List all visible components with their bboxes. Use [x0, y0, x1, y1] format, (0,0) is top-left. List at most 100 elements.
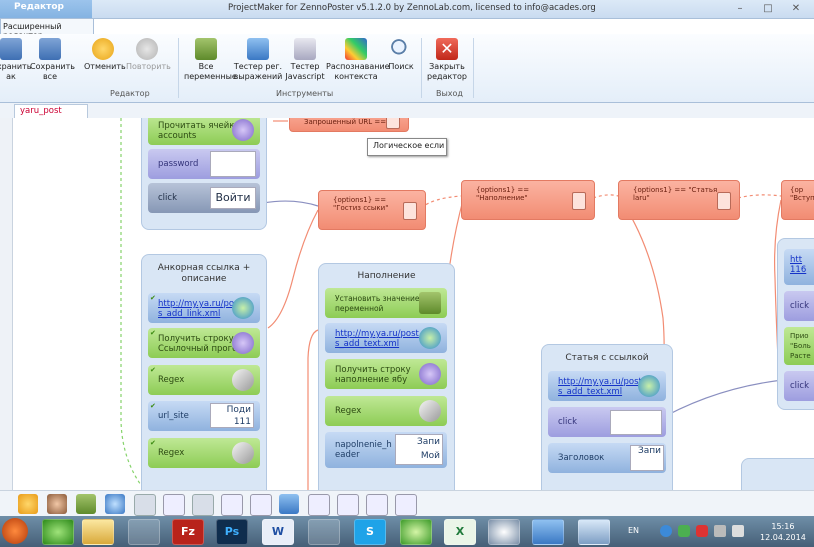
js-tester-button[interactable]: Тестер Javascript: [284, 36, 326, 82]
close-editor-button[interactable]: ✕ Закрыть редактор: [426, 36, 468, 82]
condition-node[interactable]: {options1} == "Гостиз ссыки": [318, 190, 426, 230]
filezilla-icon[interactable]: Fz: [172, 519, 204, 545]
get-string-block[interactable]: Прио "Боль Расте: [784, 327, 814, 365]
block-label: http://my.ya.ru/post s_add_link.xml: [158, 299, 242, 319]
title-bar: [0, 0, 814, 19]
word-icon[interactable]: W: [262, 519, 294, 545]
condition-node[interactable]: {options1} == "Наполнение": [461, 180, 595, 220]
toggle-icon: [572, 192, 586, 210]
login-button-preview: Войти: [210, 187, 256, 209]
close-editor-label: Закрыть редактор: [427, 62, 467, 81]
anchor-link-panel[interactable]: Анкорная ссылка + описание ✔ http://my.y…: [141, 254, 267, 490]
article-link-panel[interactable]: Статья с ссылкой http://my.ya.ru/post s_…: [541, 344, 673, 490]
condition-node[interactable]: {options1} == "Статья laru": [618, 180, 740, 220]
egg-icon[interactable]: [400, 519, 432, 545]
condition-node[interactable]: Запрошенный URL ==: [289, 118, 409, 132]
block-label: Получить строку Ссылочный прогон: [158, 334, 243, 354]
navigate-url-block[interactable]: http://my.ya.ru/post s_add_text.xml: [548, 371, 666, 401]
pen-icon: [419, 400, 441, 422]
excel-icon[interactable]: X: [444, 519, 476, 545]
network-icon[interactable]: [279, 494, 299, 514]
variables-icon[interactable]: [76, 494, 96, 514]
list-icon[interactable]: [337, 494, 359, 516]
condition-node[interactable]: {op "Вступ: [781, 180, 814, 220]
navigate-url-block[interactable]: ✔ http://my.ya.ru/post s_add_link.xml: [148, 293, 260, 323]
regex-block[interactable]: Regex: [325, 396, 447, 426]
project-canvas[interactable]: Прочитать ячейку accounts password click…: [13, 118, 814, 490]
language-indicator[interactable]: EN: [628, 526, 640, 535]
gears-icon[interactable]: [18, 494, 38, 514]
set-variable-block[interactable]: Установить значение 0 переменной: [325, 288, 447, 318]
explorer-icon[interactable]: [82, 519, 114, 545]
table-icon[interactable]: [192, 494, 214, 516]
regex-tester-label: Тестер рег. выражений: [233, 62, 283, 81]
clock[interactable]: 15:16 12.04.2014: [760, 521, 806, 543]
right-panel[interactable]: htt 116 click Прио "Боль Расте click: [777, 238, 814, 410]
click-login-block[interactable]: click Войти: [148, 183, 260, 213]
napolnenie-header-block[interactable]: napolnenie_h eader Запи Мой: [325, 432, 447, 468]
save-as-label: охранить ак: [0, 62, 32, 81]
read-cell-block[interactable]: Прочитать ячейку accounts: [148, 118, 260, 145]
volume-icon[interactable]: [732, 525, 744, 537]
click-block[interactable]: click: [784, 371, 814, 401]
user-icon[interactable]: [47, 494, 67, 514]
click-block[interactable]: click: [784, 291, 814, 321]
search-button[interactable]: Поиск: [386, 36, 416, 72]
undo-button[interactable]: Отменить: [84, 36, 126, 72]
navigate-url-block[interactable]: htt 116: [784, 249, 814, 285]
clock-date: 12.04.2014: [760, 533, 806, 542]
url-site-block[interactable]: ✔ url_site Поди 111: [148, 401, 260, 431]
tray-alert-icon[interactable]: [696, 525, 708, 537]
start-orb-icon[interactable]: [2, 518, 28, 544]
accounts-panel[interactable]: Прочитать ячейку accounts password click…: [141, 118, 267, 230]
list-icon[interactable]: [163, 494, 185, 516]
regex-block[interactable]: ✔ Regex: [148, 438, 260, 468]
save-all-label: Сохранить все: [30, 62, 75, 81]
list-icon[interactable]: [366, 494, 388, 516]
password-block[interactable]: password: [148, 149, 260, 179]
click-block[interactable]: click: [548, 407, 666, 437]
table-icon[interactable]: [134, 494, 156, 516]
clock-time: 15:16: [771, 522, 795, 531]
skype-icon[interactable]: S: [354, 519, 386, 545]
list-icon[interactable]: [395, 494, 417, 516]
all-variables-label: Все переменные: [184, 62, 237, 81]
list-icon[interactable]: [308, 494, 330, 516]
globe-icon: [638, 375, 660, 397]
tray-help-icon[interactable]: [660, 525, 672, 537]
folder-icon[interactable]: [578, 519, 610, 545]
maximize-button[interactable]: □: [763, 3, 773, 14]
all-variables-button[interactable]: Все переменные: [184, 36, 237, 82]
globe-icon[interactable]: [308, 519, 340, 545]
block-label: password: [158, 159, 199, 169]
tray-monitor-icon[interactable]: [714, 525, 726, 537]
list-icon[interactable]: [221, 494, 243, 516]
save-all-button[interactable]: Сохранить все: [30, 36, 75, 82]
minimize-button[interactable]: –: [737, 3, 743, 14]
list-icon[interactable]: [250, 494, 272, 516]
get-string-block[interactable]: Получить строку наполнение ябу: [325, 359, 447, 389]
robot-icon[interactable]: [105, 494, 125, 514]
paint-icon[interactable]: [532, 519, 564, 545]
context-recognition-button[interactable]: Распознавание контекста: [326, 36, 390, 82]
navigate-url-block[interactable]: http://my.ya.ru/post s_add_text.xml: [325, 323, 447, 353]
title-block[interactable]: Заголовок Запи: [548, 443, 666, 473]
document-tab-yaru-post[interactable]: yaru_post: [14, 104, 88, 119]
tray-network-icon[interactable]: [678, 525, 690, 537]
redo-button[interactable]: Повторить: [126, 36, 171, 72]
fill-panel[interactable]: Наполнение Установить значение 0 перемен…: [318, 263, 455, 490]
partial-panel[interactable]: [741, 458, 814, 490]
photoshop-icon[interactable]: Ps: [216, 519, 248, 545]
regex-tester-button[interactable]: Тестер рег. выражений: [233, 36, 283, 82]
owl-icon[interactable]: [488, 519, 520, 545]
toggle-icon: [403, 202, 417, 220]
ribbon-tab-advanced-editor[interactable]: Расширенный редактор: [0, 18, 94, 40]
editor-group-label: Редактор: [110, 89, 150, 98]
get-string-block[interactable]: ✔ Получить строку Ссылочный прогон: [148, 328, 260, 358]
close-button[interactable]: ✕: [791, 3, 801, 14]
regex-block[interactable]: ✔ Regex: [148, 365, 260, 395]
variables-icon: [195, 38, 217, 60]
save-as-button[interactable]: охранить ак: [0, 36, 32, 82]
network-icon[interactable]: [128, 519, 160, 545]
clover-icon[interactable]: [42, 519, 74, 545]
